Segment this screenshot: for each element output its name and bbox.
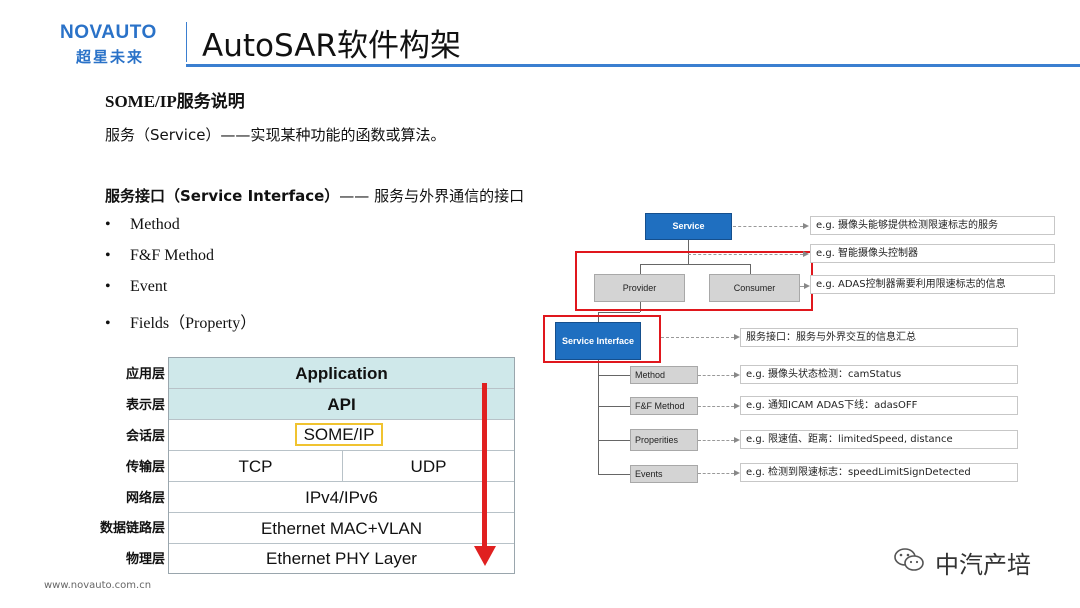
wechat-icon — [894, 548, 924, 571]
stack-row-application: Application — [169, 358, 514, 389]
bullet-item: •Fields（Property） — [105, 315, 257, 332]
pointer-line — [698, 375, 734, 376]
logo-subtitle: 超星未来 — [76, 48, 145, 66]
consumer-node: Consumer — [709, 274, 800, 302]
stack-row-transport: TCP UDP — [169, 451, 514, 482]
stack-row-physical: Ethernet PHY Layer — [266, 549, 417, 568]
pointer-line — [733, 226, 803, 227]
service-definition: 服务（Service）——实现某种功能的函数或算法。 — [105, 126, 446, 144]
connector-line — [640, 302, 641, 312]
layer-label-physical: 物理层 — [125, 552, 165, 567]
service-interface-node: Service Interface — [555, 322, 641, 360]
tcp-cell: TCP — [169, 451, 343, 481]
service-diagram: Service Provider Consumer Service Interf… — [540, 205, 1075, 495]
layer-label-transport: 传输层 — [125, 460, 165, 475]
provider-node: Provider — [594, 274, 685, 302]
connector-line — [598, 474, 630, 475]
pointer-arrow-icon — [734, 437, 740, 443]
pointer-line — [661, 337, 734, 338]
logo-text: NOVAUTO — [60, 22, 157, 43]
events-node: Events — [630, 465, 698, 483]
pointer-arrow-icon — [734, 403, 740, 409]
protocol-stack: Application API SOME/IP TCP UDP IPv4/IPv… — [168, 357, 515, 574]
note-provider: e.g. 智能摄像头控制器 — [810, 244, 1055, 263]
connector-line — [598, 312, 599, 322]
stack-row-network: IPv4/IPv6 — [169, 482, 514, 513]
bullet-item: •F&F Method — [105, 247, 215, 264]
highlight-frame-service-interface — [543, 315, 661, 363]
bullet-text: Event — [130, 278, 168, 295]
layer-label-datalink: 数据链路层 — [99, 521, 165, 536]
method-node: Method — [630, 366, 698, 384]
header-divider — [186, 22, 187, 62]
note-service: e.g. 摄像头能够提供检测限速标志的服务 — [810, 216, 1055, 235]
layer-label-network: 网络层 — [125, 491, 165, 506]
connector-line — [598, 375, 630, 376]
connector-line — [640, 264, 641, 274]
highlight-frame-provider-consumer — [575, 251, 813, 311]
stack-row-session: SOME/IP — [169, 420, 514, 451]
watermark-text: 中汽产培 — [935, 551, 1031, 579]
footer-url: www.novauto.com.cn — [44, 580, 152, 591]
pointer-arrow-icon — [804, 283, 810, 289]
title-rule — [186, 64, 1080, 67]
pointer-line — [698, 473, 734, 474]
page-title: AutoSAR软件构架 — [202, 28, 461, 64]
note-consumer: e.g. ADAS控制器需要利用限速标志的信息 — [810, 275, 1055, 294]
connector-line — [598, 440, 630, 441]
service-interface-bold: 服务接口（Service Interface） — [105, 187, 340, 205]
properities-node: Properities — [630, 429, 698, 451]
note-properities: e.g. 限速值、距离：limitedSpeed, distance — [740, 430, 1018, 449]
connector-line — [598, 406, 630, 407]
bullet-text: Method — [130, 216, 180, 233]
udp-cell: UDP — [410, 457, 447, 476]
note-events: e.g. 检测到限速标志：speedLimitSignDetected — [740, 463, 1018, 482]
pointer-line — [698, 440, 734, 441]
connector-line — [598, 312, 640, 313]
bullet-text: F&F Method — [130, 247, 215, 264]
bullet-item: •Method — [105, 216, 180, 233]
pointer-line — [800, 286, 804, 287]
ff-method-node: F&F Method — [630, 397, 698, 415]
stack-row-api: API — [169, 389, 514, 420]
pointer-arrow-icon — [803, 251, 809, 257]
connector-line — [750, 264, 751, 274]
service-interface-heading: 服务接口（Service Interface）—— 服务与外界通信的接口 — [105, 185, 524, 206]
note-service-interface: 服务接口：服务与外界交互的信息汇总 — [740, 328, 1018, 347]
pointer-arrow-icon — [734, 470, 740, 476]
stack-row-datalink: Ethernet MAC+VLAN — [169, 513, 514, 544]
note-ff-method: e.g. 通知ICAM ADAS下线：adasOFF — [740, 396, 1018, 415]
connector-line — [598, 360, 599, 474]
note-method: e.g. 摄像头状态检测：camStatus — [740, 365, 1018, 384]
pointer-arrow-icon — [734, 334, 740, 340]
someip-box: SOME/IP — [295, 423, 383, 446]
pointer-line — [698, 406, 734, 407]
pointer-arrow-icon — [734, 372, 740, 378]
layer-label-presentation: 表示层 — [125, 398, 165, 413]
layer-label-session: 会话层 — [125, 429, 165, 444]
down-arrow-icon — [474, 546, 496, 566]
pointer-arrow-icon — [803, 223, 809, 229]
connector-line — [640, 264, 750, 265]
section-heading: SOME/IP服务说明 — [105, 92, 245, 111]
service-node: Service — [645, 213, 732, 240]
down-arrow-shaft — [482, 383, 487, 548]
bullet-text: Fields（Property） — [130, 315, 257, 332]
pointer-line — [688, 254, 803, 255]
service-interface-rest: —— 服务与外界通信的接口 — [339, 187, 525, 205]
bullet-item: •Event — [105, 278, 168, 295]
layer-label-application: 应用层 — [125, 367, 165, 382]
